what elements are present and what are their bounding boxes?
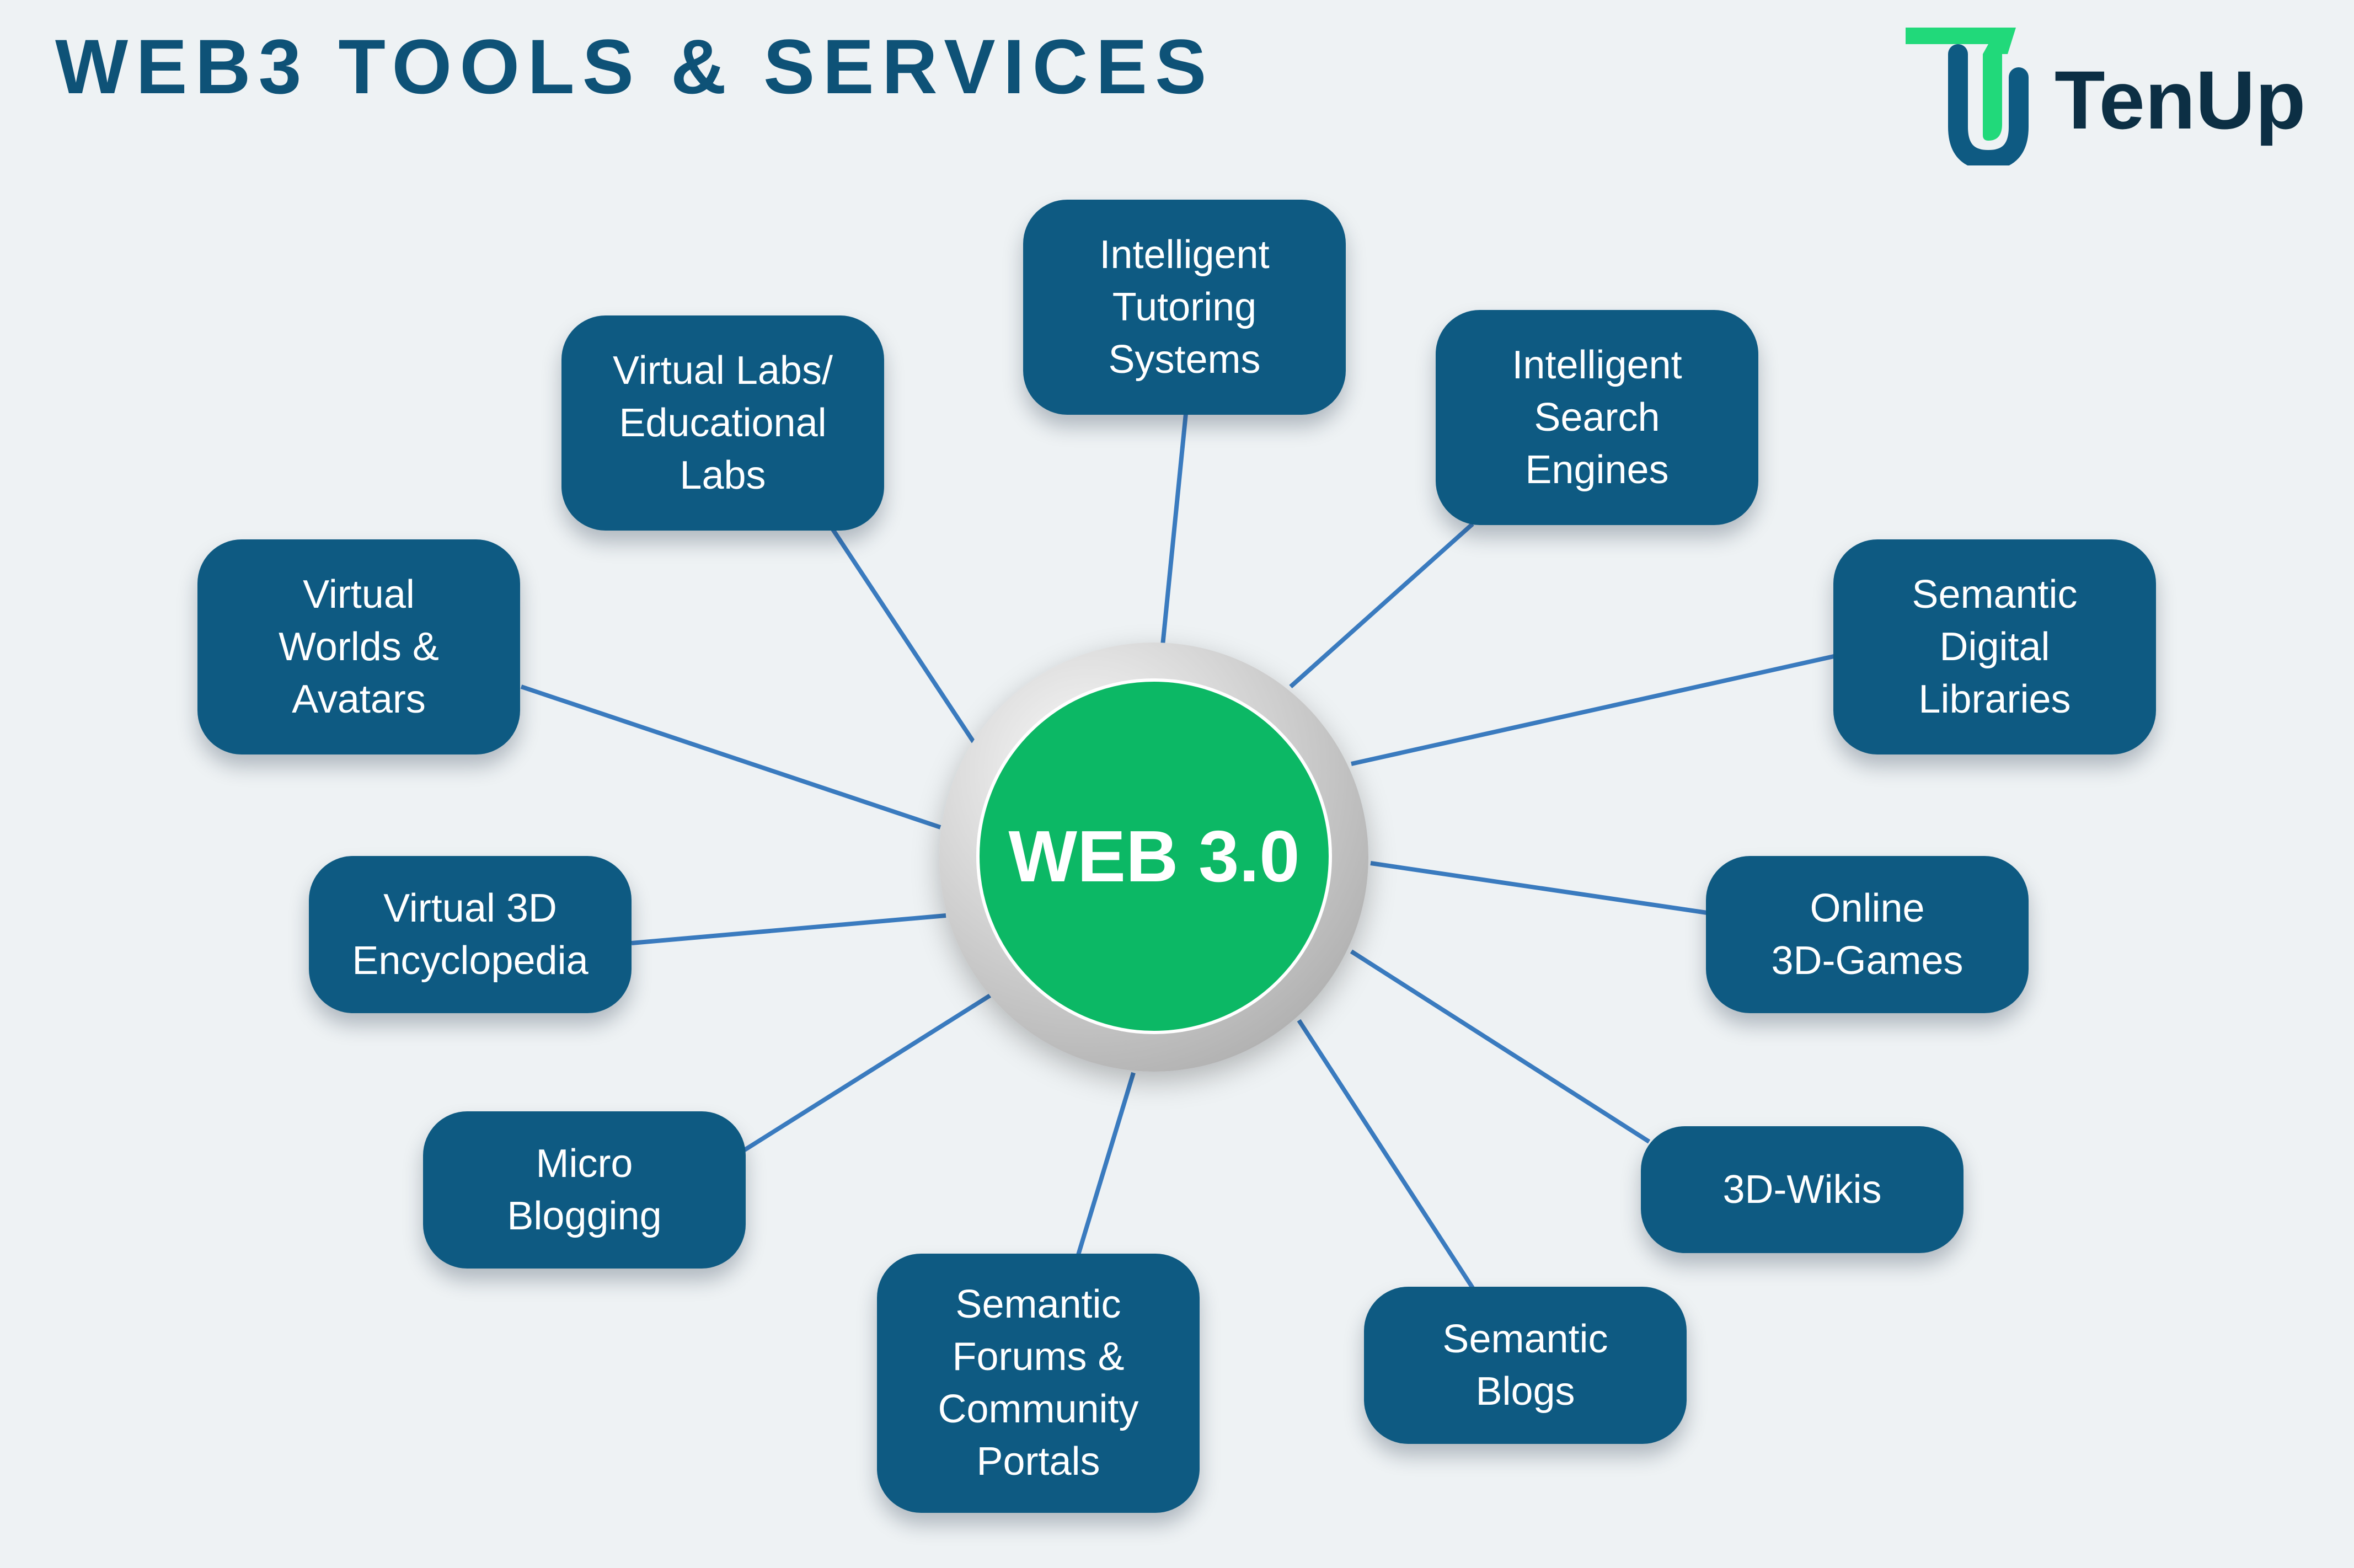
- node-semantic-blogs: Semantic Blogs: [1364, 1287, 1687, 1444]
- link-micro-blogging: [743, 993, 992, 1152]
- link-semantic-forums: [1076, 1072, 1136, 1256]
- brand-logo: TenUp: [1906, 28, 2325, 165]
- link-online-games: [1370, 861, 1708, 915]
- node-semantic-forums-community-portals: Semantic Forums & Community Portals: [877, 1254, 1200, 1513]
- link-virtual-labs: [831, 528, 976, 743]
- node-semantic-digital-libraries: Semantic Digital Libraries: [1833, 539, 2156, 754]
- link-semantic-blogs: [1297, 1019, 1475, 1289]
- link-3d-encyclopedia: [631, 913, 946, 945]
- node-intelligent-tutoring-systems: Intelligent Tutoring Systems: [1023, 200, 1346, 415]
- web3-hub: WEB 3.0: [976, 678, 1332, 1034]
- page-title: WEB3 TOOLS & SERVICES: [55, 23, 1215, 110]
- node-3d-wikis: 3D-Wikis: [1641, 1126, 1964, 1253]
- link-3d-wikis: [1350, 949, 1651, 1144]
- link-virtual-worlds: [520, 684, 941, 830]
- node-online-3d-games: Online 3D-Games: [1706, 856, 2029, 1013]
- link-digital-libraries: [1351, 654, 1834, 766]
- node-virtual-labs: Virtual Labs/ Educational Labs: [561, 315, 884, 531]
- link-tutoring: [1160, 413, 1188, 646]
- link-search-engines: [1289, 522, 1474, 688]
- tenup-logo-icon: [1906, 28, 2029, 165]
- node-micro-blogging: Micro Blogging: [423, 1111, 746, 1269]
- node-virtual-worlds-avatars: Virtual Worlds & Avatars: [197, 539, 520, 754]
- node-intelligent-search-engines: Intelligent Search Engines: [1436, 310, 1758, 525]
- brand-name: TenUp: [2055, 53, 2306, 146]
- node-virtual-3d-encyclopedia: Virtual 3D Encyclopedia: [309, 856, 632, 1013]
